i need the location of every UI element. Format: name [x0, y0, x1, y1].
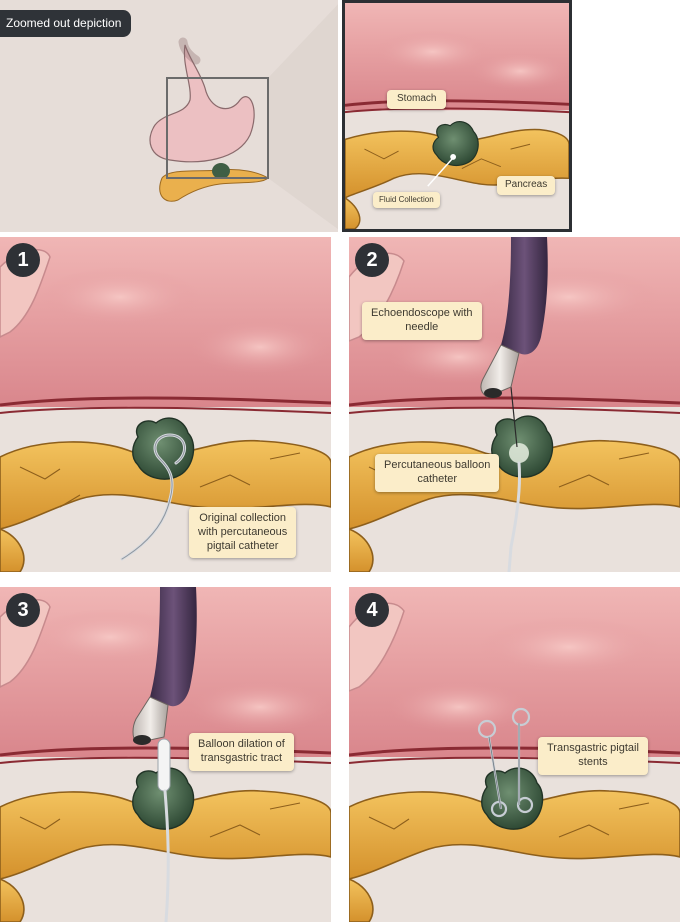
step-2-label-catheter: Percutaneous balloon catheter	[375, 454, 500, 492]
fluid-collection	[432, 121, 479, 167]
step-1-illustration	[0, 237, 331, 572]
step-3-label: Balloon dilation of transgastric tract	[189, 733, 294, 771]
echoendoscope	[150, 587, 197, 707]
inset-panel: Stomach Fluid Collection Pancreas	[342, 0, 572, 232]
step-1-panel: 1 Original collection with percutaneous …	[0, 237, 331, 572]
step-4-panel: 4 Transgastric pigtail stents	[349, 587, 680, 922]
step-badge: 4	[355, 593, 389, 627]
step-2-illustration	[349, 237, 680, 572]
echoendoscope	[501, 237, 548, 355]
step-badge: 2	[355, 243, 389, 277]
step-4-illustration	[349, 587, 680, 922]
fluid-collection	[481, 767, 544, 830]
stomach-label: Stomach	[387, 90, 447, 109]
zoom-box	[166, 77, 269, 179]
balloon	[509, 443, 529, 463]
pancreas	[0, 789, 331, 880]
pancreas	[0, 439, 331, 530]
step-badge: 1	[6, 243, 40, 277]
balloon-catheter	[507, 461, 522, 572]
stomach-outline	[149, 44, 255, 163]
step-1-label: Original collection with percutaneous pi…	[189, 507, 297, 559]
overview-illustration	[149, 4, 338, 230]
step-2-label-scope: Echoendoscope with needle	[362, 302, 482, 340]
step-3-illustration	[0, 587, 331, 922]
zoom-projection	[268, 4, 338, 230]
overview-panel: Zoomed out depiction	[0, 0, 338, 232]
fluid-collection	[132, 767, 195, 830]
guidewire	[163, 789, 170, 922]
collection-small	[212, 163, 230, 179]
pancreas-label: Pancreas	[497, 176, 556, 195]
inset-illustration	[345, 3, 569, 229]
fluid-collection	[132, 417, 195, 480]
fluid-collection-label: Fluid Collection	[373, 192, 440, 208]
step-2-panel: 2 Echoendoscope with needle Percutaneous…	[349, 237, 680, 572]
needle	[510, 386, 518, 448]
pancreas	[349, 789, 680, 880]
step-badge: 3	[6, 593, 40, 627]
dilation-balloon	[157, 738, 171, 792]
zoomed-out-tag: Zoomed out depiction	[0, 10, 132, 37]
step-4-label: Transgastric pigtail stents	[538, 737, 648, 775]
step-3-panel: 3 Balloon dilation of transgastric tract	[0, 587, 331, 922]
